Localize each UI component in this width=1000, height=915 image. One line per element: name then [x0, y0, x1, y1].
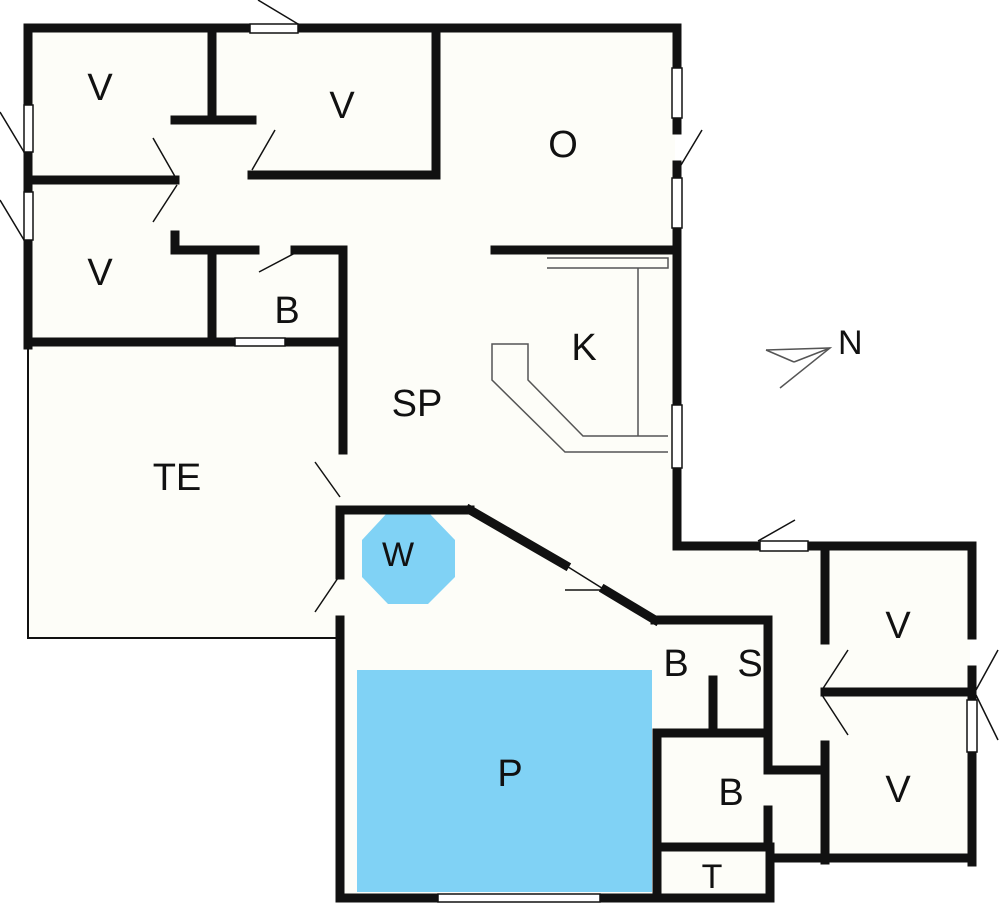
- door: [975, 694, 999, 741]
- door: [152, 184, 178, 223]
- room-label-office: O: [548, 124, 578, 166]
- room-label-whirlpool: W: [382, 536, 414, 574]
- north-label: N: [838, 324, 863, 362]
- north-arrow-icon: [765, 347, 833, 389]
- window: [437, 893, 601, 903]
- walls: [23, 23, 977, 903]
- door: [0, 111, 25, 153]
- door: [680, 129, 703, 166]
- door: [152, 137, 178, 181]
- door: [258, 251, 298, 273]
- windows: [23, 23, 978, 903]
- window: [671, 177, 683, 229]
- room-label-bedroom-e2: V: [885, 769, 911, 811]
- window: [23, 191, 34, 241]
- door: [564, 564, 606, 591]
- room-labels: V V O V B K SP TE W B S V P B V T: [87, 67, 911, 896]
- room-label-living: SP: [392, 383, 443, 425]
- room-label-bath-e: B: [718, 772, 743, 814]
- window: [249, 23, 299, 34]
- door: [251, 129, 276, 171]
- room-label-terrace: TE: [153, 457, 202, 499]
- window: [671, 404, 683, 469]
- door: [975, 649, 999, 691]
- room-label-bath-w: B: [274, 290, 299, 332]
- room-label-toilet: T: [702, 858, 723, 896]
- room-label-bath-pool: B: [663, 643, 688, 685]
- room-label-kitchen: K: [571, 327, 596, 369]
- room-label-sauna: S: [737, 643, 762, 685]
- window: [671, 67, 683, 119]
- kitchen-counter: [491, 257, 669, 453]
- door: [0, 199, 25, 241]
- door: [257, 0, 299, 25]
- room-label-bedroom-e1: V: [885, 605, 911, 647]
- room-label-bedroom-w: V: [87, 252, 113, 294]
- wall: [598, 583, 662, 627]
- pool-shape: [357, 670, 652, 892]
- window: [23, 104, 34, 153]
- window: [759, 540, 809, 552]
- door: [821, 694, 849, 736]
- main-floor: [28, 28, 970, 898]
- doors: [0, 0, 999, 741]
- terrace-floor: [28, 345, 340, 638]
- room-label-bedroom-n: V: [329, 85, 355, 127]
- window: [966, 699, 978, 753]
- door: [757, 519, 796, 542]
- room-label-pool: P: [497, 753, 522, 795]
- terrace-outline: [27, 345, 340, 639]
- window: [234, 337, 286, 347]
- wall: [463, 503, 572, 572]
- whirlpool-shape: [362, 512, 455, 604]
- room-label-bedroom-nw: V: [87, 67, 113, 109]
- door: [314, 574, 341, 613]
- floor-areas: [28, 28, 970, 898]
- door: [314, 461, 341, 498]
- door: [821, 649, 849, 691]
